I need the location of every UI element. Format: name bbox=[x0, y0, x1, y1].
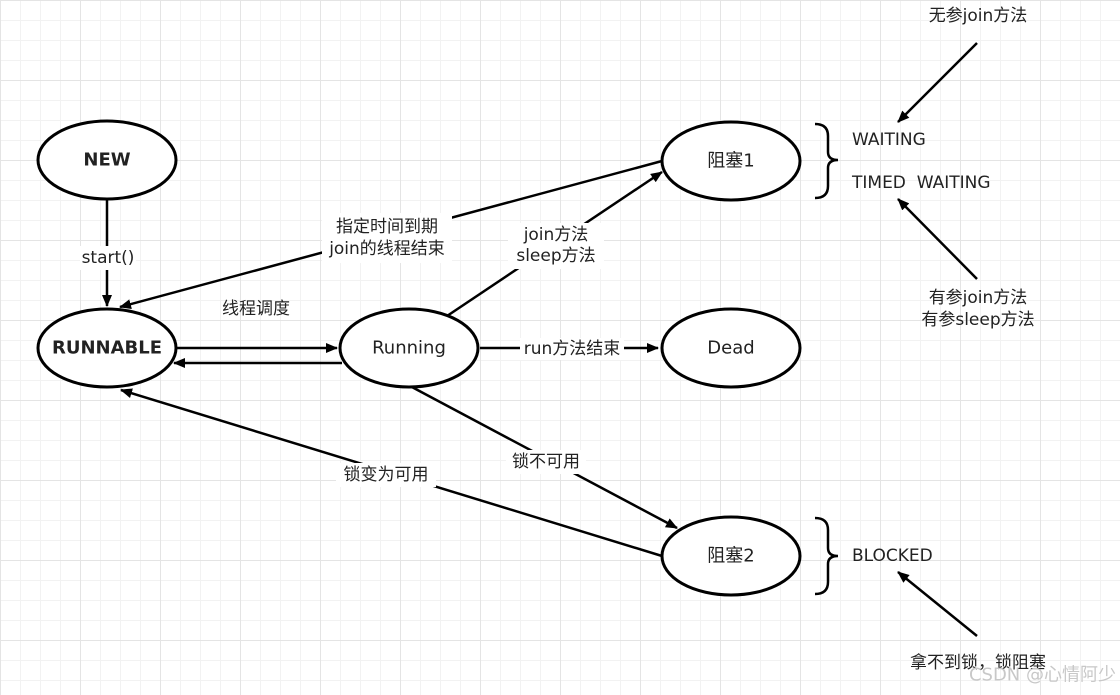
label-schedule: 线程调度 bbox=[222, 299, 290, 319]
note-cannot-get-lock: 拿不到锁，锁阻塞 bbox=[910, 652, 1046, 673]
brace-blocked bbox=[814, 516, 839, 596]
note-timed-waiting: TIMED WAITING bbox=[851, 173, 991, 193]
label-start: start() bbox=[82, 248, 135, 268]
state-runnable: RUNNABLE bbox=[36, 307, 178, 389]
note-with-arg-line1: 有参join方法 bbox=[929, 288, 1028, 308]
state-running-label: Running bbox=[372, 338, 446, 359]
label-run-end: run方法结束 bbox=[524, 339, 621, 359]
state-running: Running bbox=[338, 307, 480, 389]
note-blocked: BLOCKED bbox=[852, 546, 933, 566]
state-new: NEW bbox=[36, 119, 178, 201]
state-blocked2: 阻塞2 bbox=[660, 515, 802, 597]
label-join-line2: sleep方法 bbox=[516, 246, 595, 266]
label-lock-available: 锁变为可用 bbox=[344, 465, 429, 485]
arrow-with-arg-methods bbox=[897, 198, 978, 280]
arrow-cannot-get-lock bbox=[897, 571, 978, 637]
brace-waiting bbox=[814, 122, 839, 200]
state-blocked1: 阻塞1 bbox=[660, 120, 802, 202]
state-dead: Dead bbox=[660, 307, 802, 389]
state-blocked1-label: 阻塞1 bbox=[707, 151, 754, 172]
note-no-arg-join: 无参join方法 bbox=[929, 6, 1028, 26]
label-timeout-line2: join的线程结束 bbox=[328, 239, 445, 259]
label-lock-unavailable: 锁不可用 bbox=[512, 452, 580, 472]
state-new-label: NEW bbox=[83, 150, 130, 171]
note-with-arg-line2: 有参sleep方法 bbox=[921, 310, 1034, 330]
watermark-text: CSDN @心情阿少 bbox=[969, 665, 1116, 686]
label-timeout-line1: 指定时间到期 bbox=[336, 217, 438, 237]
note-waiting: WAITING bbox=[852, 130, 926, 150]
state-blocked2-label: 阻塞2 bbox=[707, 546, 754, 567]
arrow-no-arg-join bbox=[897, 42, 978, 123]
state-runnable-label: RUNNABLE bbox=[52, 338, 162, 359]
label-join-line1: join方法 bbox=[523, 225, 589, 245]
state-dead-label: Dead bbox=[707, 338, 754, 359]
